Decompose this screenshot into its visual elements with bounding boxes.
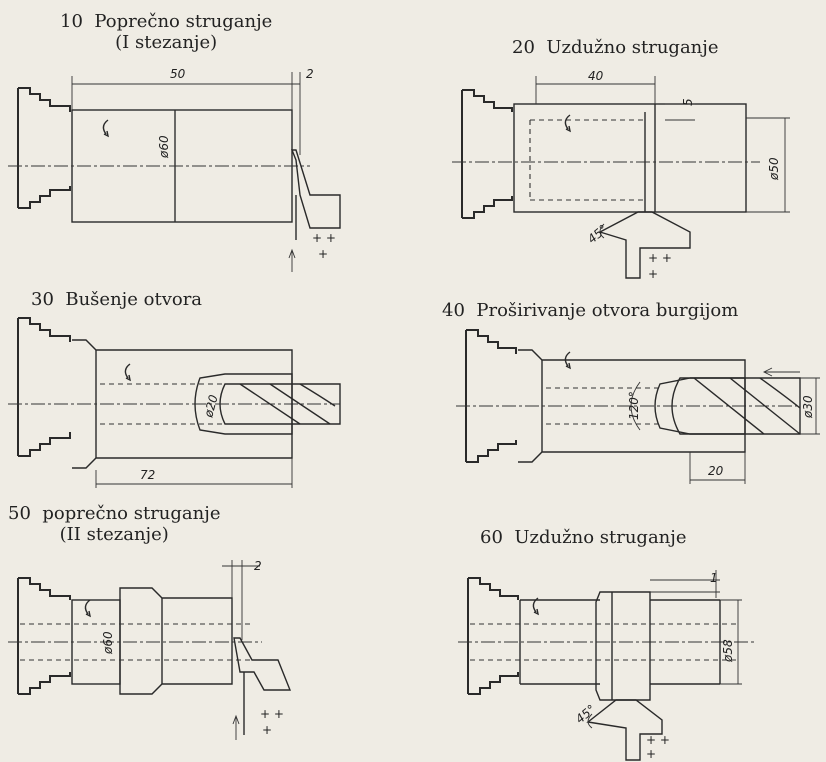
op60-sketch: + + + 1 ø58 45° — [458, 570, 755, 761]
svg-text:+: + — [646, 747, 656, 761]
svg-text:+: + — [262, 723, 272, 737]
op20-sketch: + + + 40 5 ø50 45° — [452, 69, 790, 281]
op10-dim-depth: 2 — [306, 67, 314, 81]
op20-dim-angle: 45° — [585, 222, 610, 246]
op50-workpiece — [119, 587, 233, 695]
op30-drill-hole — [194, 373, 293, 435]
op20-dim-depth: 5 — [681, 98, 695, 106]
op40-caption: 40 Proširivanje otvora burgijom — [442, 300, 739, 321]
op50-dim-dia: ø60 — [101, 631, 115, 655]
op30-drill — [219, 383, 341, 425]
op10-chuck-jaw-bottom — [18, 186, 71, 209]
op10-dim-length: 50 — [170, 67, 186, 81]
op20-caption: 20 Uzdužno struganje — [512, 37, 719, 58]
op20-chuck-jaw-top — [462, 89, 513, 112]
op20-dim-length: 40 — [588, 69, 604, 83]
op40-sketch: 20 ø30 120° — [456, 329, 820, 484]
op60-dim-dia: ø58 — [721, 639, 735, 663]
op30-dim-dia: ø20 — [201, 393, 221, 420]
op50-dim-depth: 2 — [254, 559, 262, 573]
op60-dim-depth: 1 — [710, 571, 718, 585]
op50-cutting-tool — [233, 637, 292, 691]
op20-workpiece — [513, 103, 747, 213]
svg-text:+: + — [648, 267, 658, 281]
op10-sketch: + + + 50 2 ø60 — [8, 67, 341, 272]
svg-text:+ +: + + — [260, 707, 284, 721]
op50-caption: 50 poprečno struganje (II stezanje) — [8, 503, 221, 545]
op40-dim-length: 20 — [708, 464, 724, 478]
op20-cutting-tool — [598, 211, 691, 279]
svg-text:+ +: + + — [646, 733, 670, 747]
op10-rotation-arrow — [102, 119, 109, 135]
op60-cutting-tool — [586, 699, 663, 761]
op30-dim-length: 72 — [140, 468, 155, 482]
op60-caption: 60 Uzdužno struganje — [480, 527, 687, 548]
op40-dim-dia: ø30 — [801, 395, 815, 419]
op30-sketch: 72 ø20 — [8, 317, 341, 488]
op20-dim-dia: ø50 — [767, 157, 781, 181]
op10-cutting-tool — [290, 149, 341, 229]
svg-text:+ +: + + — [648, 251, 672, 265]
svg-text:+ +: + + — [312, 231, 336, 245]
op10-dim-dia: ø60 — [157, 135, 171, 159]
op10-chuck-jaw-top — [18, 87, 71, 112]
op50-sketch: + + + 2 ø60 — [8, 559, 292, 740]
svg-text:+: + — [318, 247, 328, 261]
op40-drill — [671, 377, 801, 435]
op30-caption: 30 Bušenje otvora — [31, 289, 203, 310]
op10-caption: 10 Poprečno struganje (I stezanje) — [60, 11, 273, 53]
op60-workpiece — [595, 591, 651, 701]
op40-dim-angle: 120° — [627, 391, 641, 420]
